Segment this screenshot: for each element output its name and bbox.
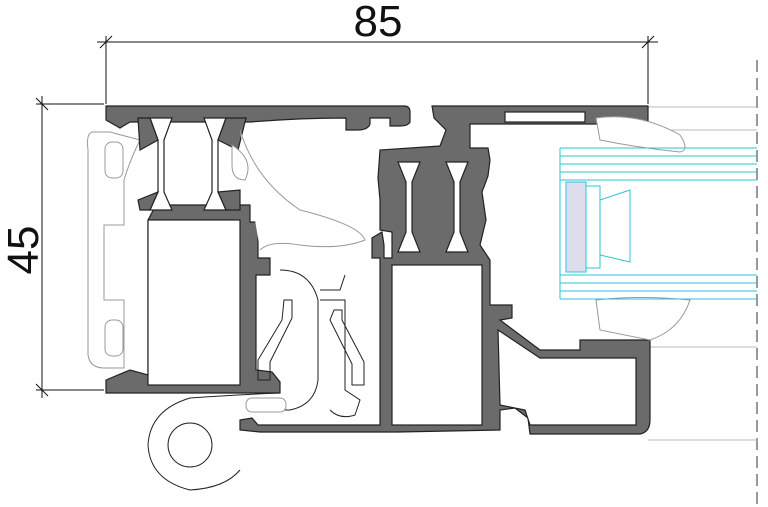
- width-dimension-label: 85: [354, 0, 403, 46]
- glazing-bead-chamber: [497, 328, 637, 426]
- height-dimension: 45: [0, 96, 104, 398]
- width-dimension: 85: [97, 0, 658, 104]
- frame-drip-fin: [257, 299, 293, 381]
- frame-seal-gasket: [239, 129, 366, 251]
- gasket-chamber: [104, 319, 124, 357]
- sash-thermal-breaks: [397, 161, 469, 253]
- top-glazing-gasket: [595, 116, 686, 153]
- glass-unit: [559, 147, 757, 300]
- sash-drip-fin: [329, 309, 365, 386]
- central-seal: [275, 269, 361, 418]
- reference-lines: [648, 106, 757, 441]
- sash-slot: [504, 111, 586, 123]
- hinge-pin-icon: [167, 422, 213, 468]
- sash-chamber: [391, 264, 483, 426]
- spacer-desiccant: [565, 181, 587, 273]
- bottom-glazing-gasket: [595, 297, 691, 341]
- frame-chamber: [147, 219, 241, 386]
- frame-top-flange: [105, 105, 411, 131]
- spacer-bar: [586, 185, 631, 269]
- frame-gasket: [87, 131, 141, 369]
- seal-bulb: [231, 144, 249, 181]
- height-dimension-label: 45: [0, 226, 48, 275]
- frame-thermal-breaks: [137, 117, 247, 211]
- bottom-gasket: [245, 397, 287, 413]
- gasket-chamber: [104, 141, 124, 179]
- hinge-body: [147, 392, 281, 491]
